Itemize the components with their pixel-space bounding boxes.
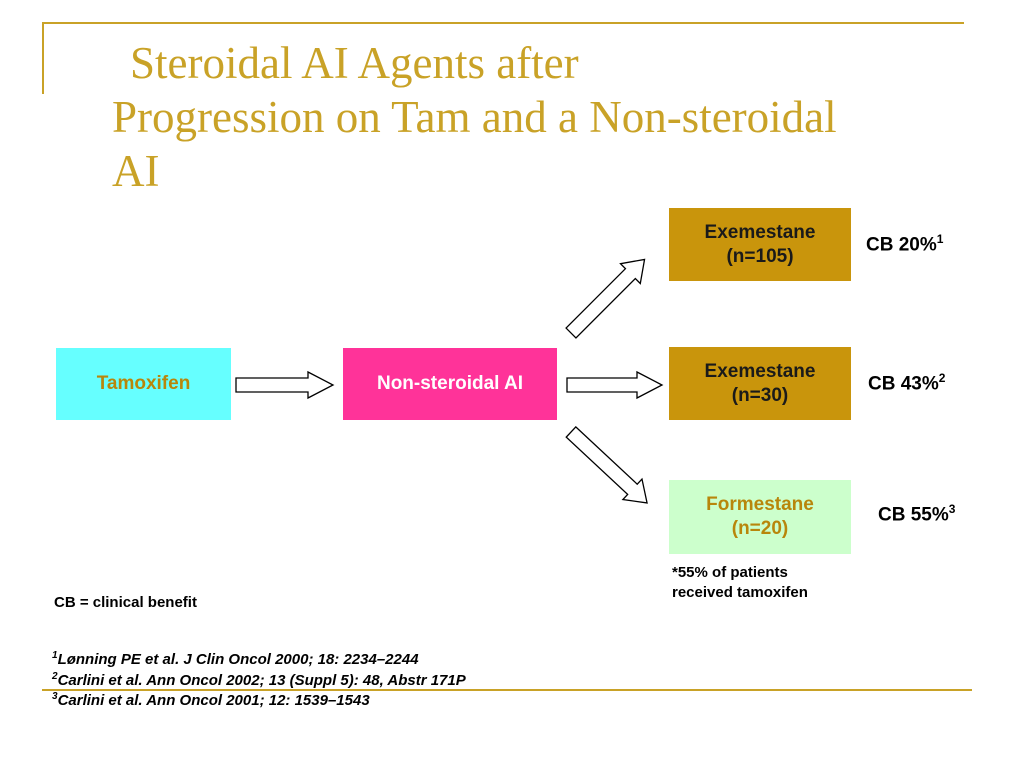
- title-line-3: AI: [112, 146, 160, 196]
- cb-result-1: CB 20%1: [866, 232, 943, 256]
- cb-result-2-text: CB 43%: [868, 373, 939, 395]
- cb-result-1-text: CB 20%: [866, 234, 937, 256]
- slide-title: Steroidal AI Agents after Progression on…: [112, 36, 992, 198]
- arrow-tamoxifen-to-nsai: [235, 370, 335, 400]
- tamoxifen-label: Tamoxifen: [96, 373, 191, 395]
- formestane-box: Formestane (n=20): [669, 480, 851, 554]
- nonsteroidal-ai-label: Non-steroidal AI: [376, 373, 524, 395]
- formestane-n: (n=20): [731, 518, 789, 539]
- references-list: 1Lønning PE et al. J Clin Oncol 2000; 18…: [52, 649, 466, 711]
- cb-result-3-text: CB 55%: [878, 504, 949, 526]
- cb-result-2-ref: 2: [938, 371, 946, 385]
- tamoxifen-box: Tamoxifen: [56, 348, 231, 420]
- cb-result-1-ref: 1: [936, 232, 944, 246]
- formestane-footnote: *55% of patients received tamoxifen: [672, 563, 808, 602]
- exemestane-30-n: (n=30): [731, 384, 789, 406]
- reference-3-text: Carlini et al. Ann Oncol 2001; 12: 1539–…: [57, 692, 370, 709]
- cb-result-3: CB 55%3: [878, 502, 955, 526]
- frame-top-rule: [42, 22, 964, 24]
- reference-1-num: 1: [52, 650, 58, 661]
- reference-2-num: 2: [52, 670, 58, 682]
- footnote-line-2: received tamoxifen: [672, 583, 808, 601]
- exemestane-105-n: (n=105): [726, 245, 794, 267]
- cb-result-3-ref: 3: [948, 502, 956, 516]
- reference-3-num: 3: [52, 691, 58, 702]
- exemestane-30-box: Exemestane (n=30): [669, 347, 851, 420]
- reference-3: 3Carlini et al. Ann Oncol 2001; 12: 1539…: [52, 690, 466, 711]
- arrow-nsai-to-exemestane-30: [566, 370, 664, 400]
- arrow-nsai-to-exemestane-105: [565, 258, 646, 339]
- exemestane-105-name: Exemestane: [704, 221, 816, 243]
- reference-2: 2Carlini et al. Ann Oncol 2002; 13 (Supp…: [52, 670, 466, 691]
- frame-left-rule: [42, 22, 44, 94]
- exemestane-105-box: Exemestane (n=105): [669, 208, 851, 281]
- reference-1: 1Lønning PE et al. J Clin Oncol 2000; 18…: [52, 649, 466, 670]
- reference-1-text: Lønning PE et al. J Clin Oncol 2000; 18:…: [57, 651, 419, 668]
- reference-2-text: Carlini et al. Ann Oncol 2002; 13 (Suppl…: [57, 671, 466, 689]
- frame-bottom-rule: [42, 689, 972, 691]
- footnote-line-1: *55% of patients: [672, 564, 788, 581]
- arrow-nsai-to-formestane: [565, 425, 648, 504]
- exemestane-30-name: Exemestane: [704, 360, 816, 382]
- nonsteroidal-ai-box: Non-steroidal AI: [343, 348, 557, 420]
- formestane-name: Formestane: [706, 494, 814, 516]
- title-line-1: Steroidal AI Agents after: [130, 38, 579, 88]
- cb-result-2: CB 43%2: [868, 371, 945, 395]
- title-line-2: Progression on Tam and a Non-steroidal: [112, 92, 837, 142]
- cb-legend: CB = clinical benefit: [54, 594, 197, 611]
